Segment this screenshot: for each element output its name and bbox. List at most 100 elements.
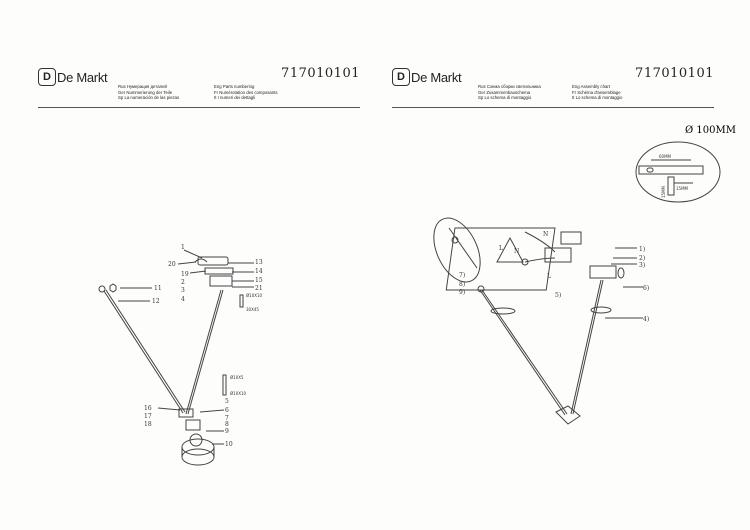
brand-logo: D De Markt — [392, 68, 462, 86]
parts-numbering-sheet: D De Markt 717010101 Rus Нумерация детал… — [38, 64, 360, 466]
detail-bracket — [638, 165, 704, 175]
dim-width: 60MM — [659, 154, 672, 159]
assembly-diagram: Ø 100MM 60MM 15MM 15MM — [433, 125, 736, 425]
label-20: 20 — [168, 261, 176, 268]
wire-l-1: L — [499, 245, 503, 252]
title-it: It I numeri dei dettagli — [214, 95, 256, 101]
title-column-2: Eng Parts numbering Fr Numérotation des … — [214, 84, 278, 101]
screw-1 — [239, 294, 244, 308]
label-3: 3 — [181, 287, 185, 294]
ground-symbol — [521, 258, 529, 266]
arm-right — [570, 279, 602, 415]
sheet-header: D De Markt 717010101 Rus Нумерация детал… — [38, 64, 360, 110]
step-3: 3) — [639, 262, 645, 269]
leader-16 — [157, 407, 181, 411]
title-sp: Sp La numeración de las piezas — [118, 95, 180, 101]
title-column-2: Eng Assembly chart Fr Schéma d'assemblag… — [572, 84, 622, 101]
leader-19 — [189, 270, 207, 274]
label-17: 17 — [144, 413, 152, 420]
lamp-head — [555, 405, 581, 425]
end-cap-left — [98, 285, 106, 293]
arm-right-edge — [572, 279, 604, 415]
brand-name: De Markt — [411, 69, 462, 85]
header-rule — [38, 107, 360, 108]
mounting-box — [589, 265, 617, 279]
arm-end-cap — [477, 285, 485, 293]
leader-1 — [183, 249, 203, 259]
parts-diagram: 1 20 19 2 3 4 13 14 15 21 11 12 16 17 18… — [98, 244, 263, 466]
wiring-panel — [445, 227, 556, 291]
brand-logo: D De Markt — [38, 68, 108, 86]
logo-mark: D — [38, 68, 56, 86]
label-1: 1 — [181, 244, 185, 251]
sheet-header: D De Markt 717010101 Rus Схема сборки св… — [392, 64, 714, 110]
label-14: 14 — [255, 268, 263, 275]
arm-left — [479, 289, 566, 416]
joint-block — [178, 408, 194, 418]
title-column-1: Rus Схема сборки светильника Ger Zusamme… — [478, 84, 541, 101]
hex-nut — [109, 283, 117, 293]
label-5: 5 — [225, 398, 229, 405]
title-eng: Eng Parts numbering — [214, 84, 255, 89]
dim-height: 15MM — [676, 186, 689, 191]
code-1: Ø10X10 — [246, 293, 263, 298]
title-rus: Rus Нумерация деталей — [118, 84, 167, 89]
article-number: 717010101 — [281, 66, 360, 81]
assembly-chart-sheet: D De Markt 717010101 Rus Схема сборки св… — [375, 0, 750, 530]
title-column-1: Rus Нумерация деталей Ger Nummerierung d… — [118, 84, 179, 101]
label-10: 10 — [225, 441, 233, 448]
title-rus: Rus Схема сборки светильника — [478, 84, 541, 89]
label-12: 12 — [152, 298, 160, 305]
ceiling-plate — [197, 256, 229, 266]
detail-slot — [646, 167, 654, 173]
leader-6 — [199, 409, 225, 413]
arm-right — [185, 289, 222, 415]
leader-20 — [177, 261, 197, 265]
arm-left-edge — [105, 289, 186, 413]
code-4: Ø10X10 — [230, 391, 247, 396]
arm-left — [103, 290, 184, 414]
title-ger: Ger Zusammenbauschema — [478, 89, 531, 95]
mount-bracket — [204, 267, 234, 275]
canopy — [617, 267, 625, 279]
wire-n-1: N — [514, 248, 519, 255]
screw-2 — [222, 374, 227, 396]
step-4: 4) — [643, 316, 649, 323]
title-ger: Ger Nummerierung der Teile — [118, 89, 173, 95]
step-8: 8) — [459, 281, 465, 288]
tool-detail-bubble — [433, 217, 481, 283]
title-it: It Lo schema di montaggio — [572, 95, 623, 101]
terminal-block — [544, 247, 572, 263]
title-sp: Sp Lo schema di montaggio — [478, 95, 532, 101]
code-3: Ø10X5 — [230, 375, 244, 380]
screw-head — [451, 236, 459, 244]
brand-name: De Markt — [57, 69, 108, 85]
title-eng: Eng Assembly chart — [572, 84, 610, 89]
label-18: 18 — [144, 421, 152, 428]
arm-right-edge — [187, 289, 224, 415]
label-19: 19 — [181, 271, 189, 278]
logo-mark: D — [392, 68, 410, 86]
code-2: 30X45 — [246, 307, 259, 312]
step-5: 5) — [555, 292, 561, 299]
warning-triangle — [496, 236, 524, 263]
connector — [560, 231, 582, 245]
label-21: 21 — [255, 285, 263, 292]
arm-left-edge — [481, 289, 568, 415]
title-fr: Fr Numérotation des composants — [214, 89, 278, 95]
lamp-holder — [185, 419, 201, 431]
step-9: 9) — [459, 289, 465, 296]
label-11: 11 — [154, 285, 162, 292]
label-13: 13 — [255, 259, 263, 266]
label-7: 7 — [225, 415, 229, 422]
spot-head-top — [181, 438, 215, 456]
spot-head-bottom — [181, 448, 215, 466]
article-number: 717010101 — [635, 66, 714, 81]
wire-n-2: N — [543, 231, 548, 238]
label-2: 2 — [181, 279, 185, 286]
label-8: 8 — [225, 421, 229, 428]
step-7: 7) — [459, 272, 465, 279]
step-1: 1) — [639, 246, 645, 253]
step-2: 2) — [639, 255, 645, 262]
arm-disc-left — [490, 307, 516, 315]
